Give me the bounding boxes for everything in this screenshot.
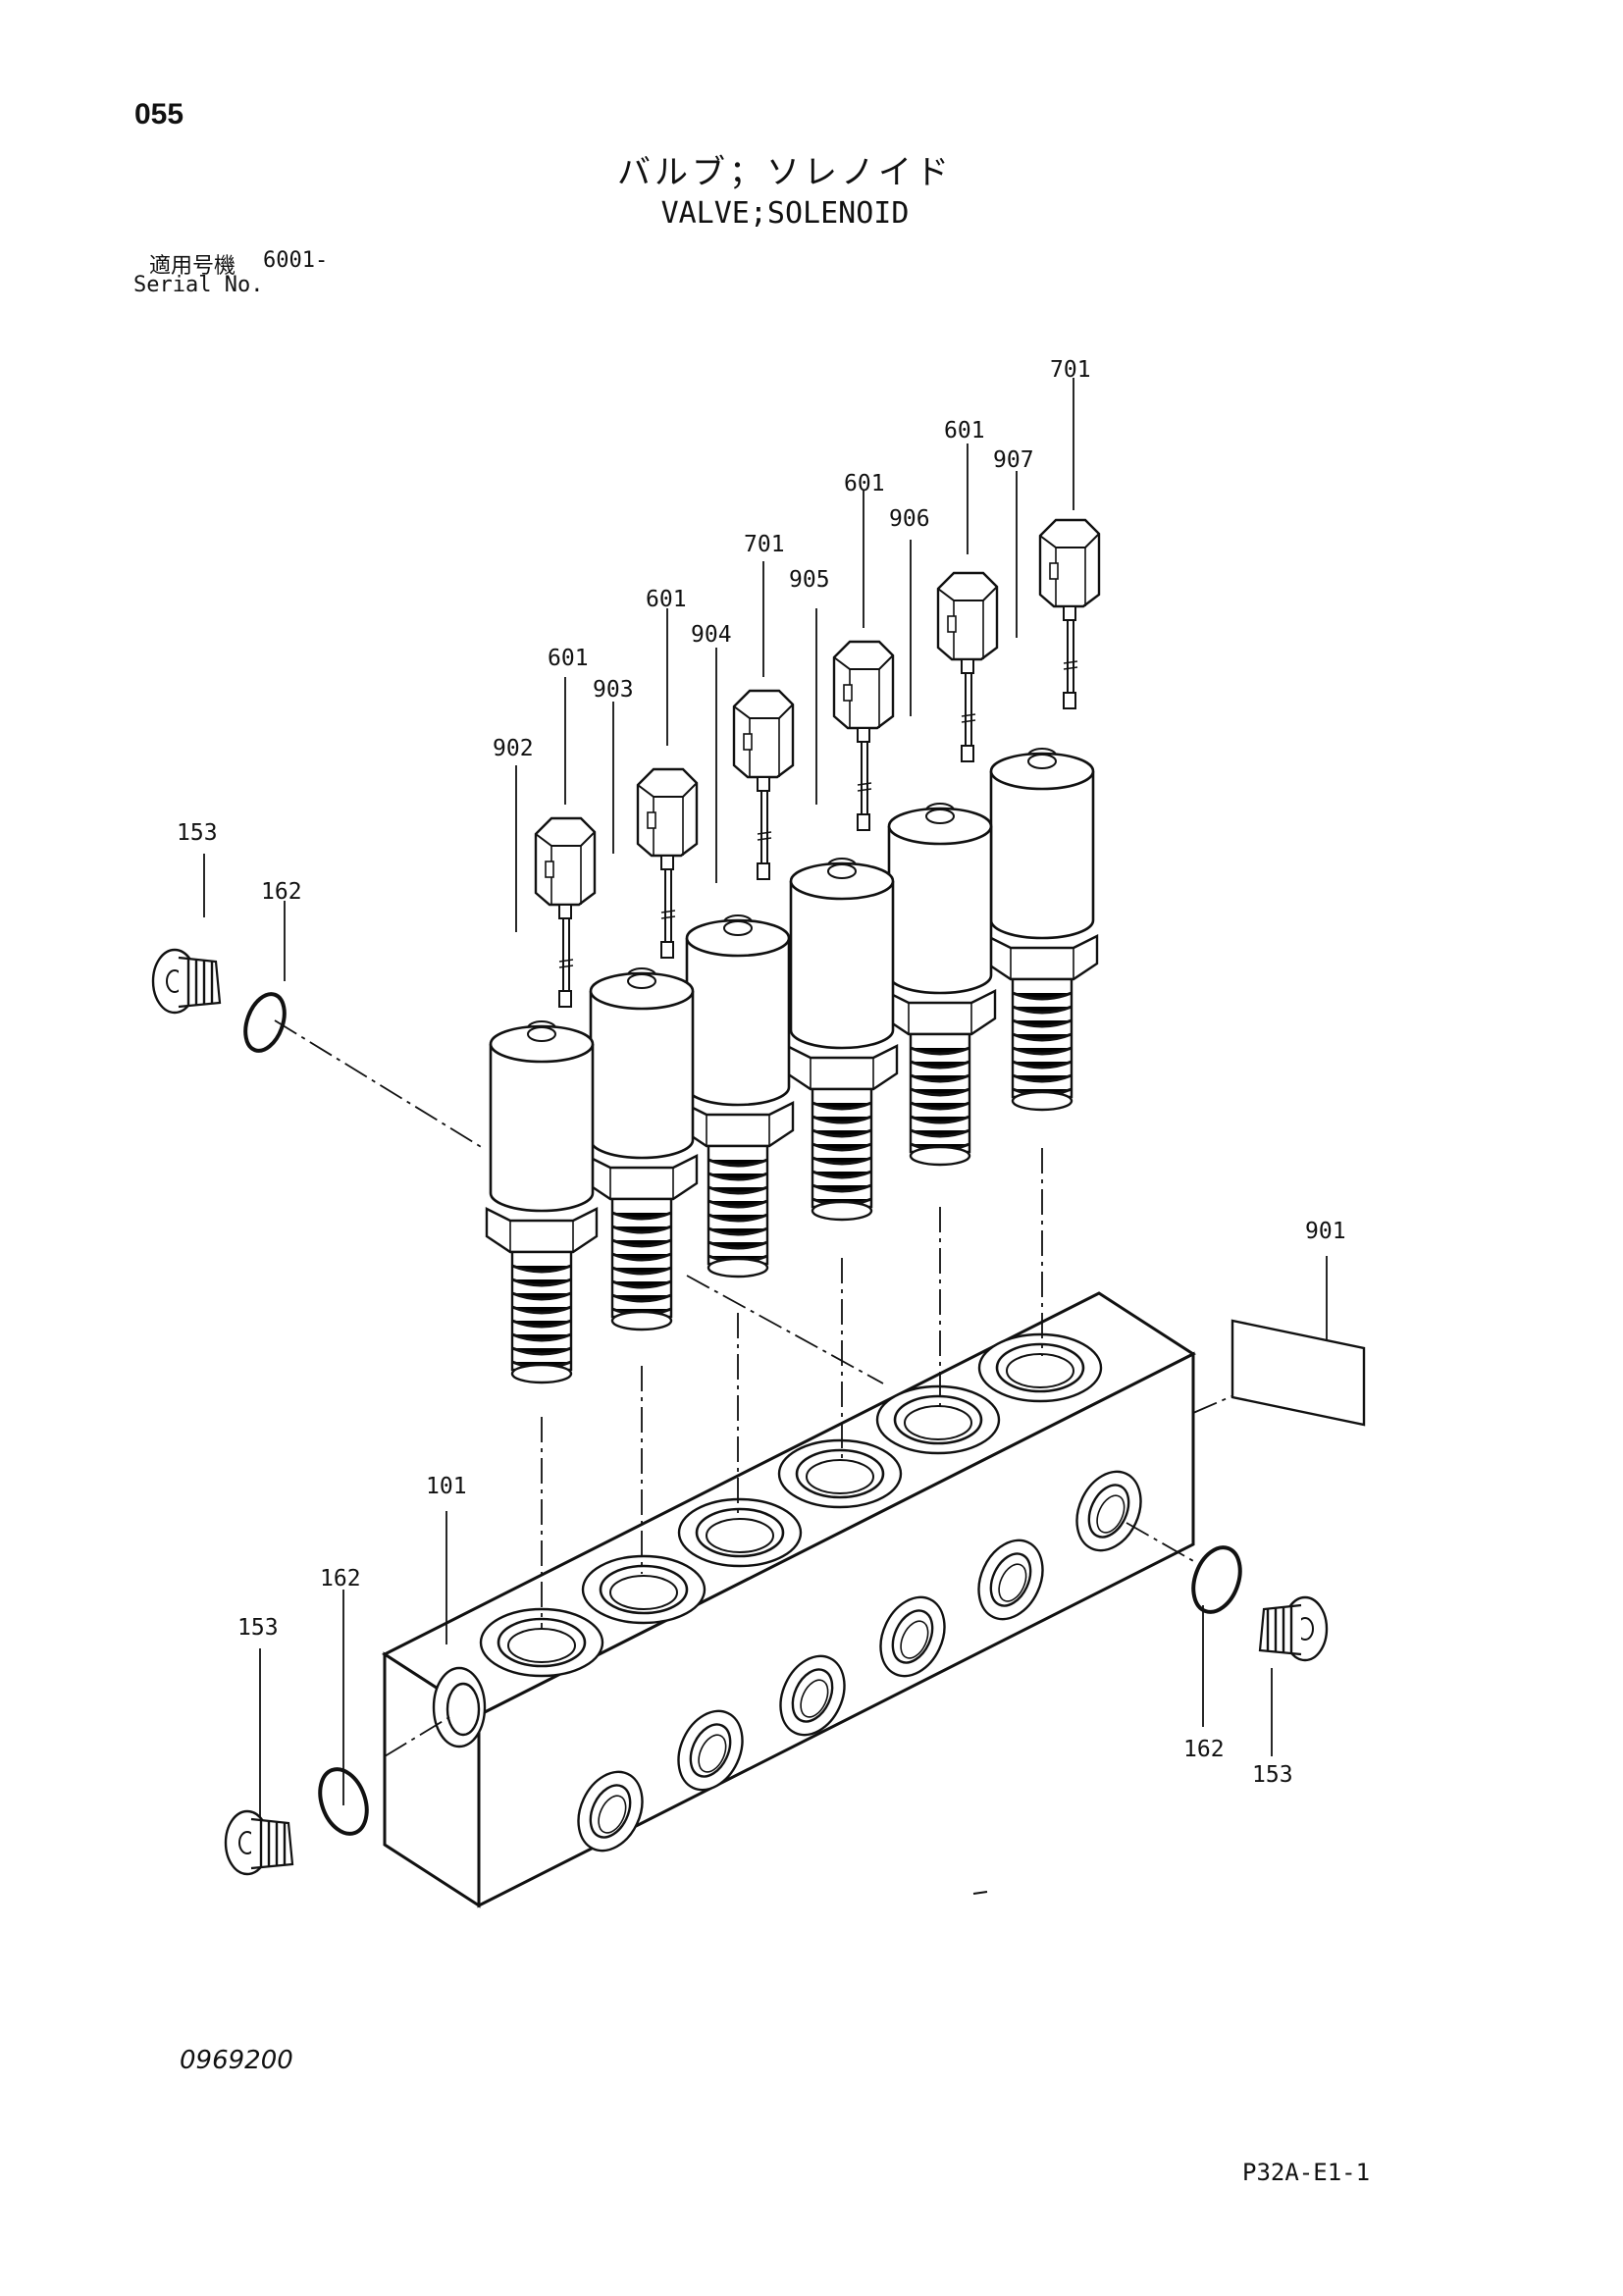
oring-162-bottom-left: [318, 1767, 369, 1836]
callout-101: 101: [426, 1474, 467, 1499]
serial-label-english: Serial No.: [133, 273, 264, 297]
title-japanese: バルブ；ソレノイド: [617, 153, 953, 192]
solenoid-valve-1: [485, 816, 599, 1384]
callout-701: 701: [744, 532, 785, 557]
callout-162: 162: [320, 1566, 361, 1592]
solenoid-valve-4: [785, 640, 899, 1222]
callout-162: 162: [1183, 1737, 1225, 1762]
callout-601: 601: [548, 646, 589, 671]
oring-162-right: [1191, 1545, 1242, 1614]
solenoid-valve-6: [985, 518, 1101, 1112]
callout-601: 601: [646, 587, 687, 612]
manifold-block: [381, 1291, 1197, 1908]
callout-906: 906: [889, 506, 930, 532]
callout-901: 901: [1305, 1219, 1346, 1244]
callout-701: 701: [1050, 357, 1091, 383]
plug-153-bottom-left: [224, 1809, 294, 1876]
drawing-number: 0969200: [180, 2046, 293, 2075]
callout-601: 601: [944, 418, 985, 444]
callout-904: 904: [691, 622, 732, 648]
nameplate-901: [1230, 1319, 1366, 1427]
callout-162: 162: [261, 879, 302, 905]
oring-162-top-left: [243, 992, 287, 1053]
plug-153-right: [1258, 1595, 1329, 1662]
plug-153-top-left: [151, 948, 222, 1015]
callout-907: 907: [993, 447, 1034, 473]
callout-902: 902: [493, 736, 534, 761]
solenoid-valve-3: [681, 689, 795, 1278]
leader-lines: [203, 378, 1328, 1835]
callout-153: 153: [1252, 1762, 1293, 1788]
callout-601: 601: [844, 471, 885, 496]
serial-value: 6001-: [263, 248, 329, 273]
callout-903: 903: [593, 677, 634, 703]
page-number: 055: [134, 98, 184, 130]
center-lines: [274, 1019, 1267, 1757]
serial-label-japanese: 適用号機: [149, 254, 236, 279]
callout-153: 153: [237, 1615, 279, 1641]
manifold-end-port: [432, 1666, 487, 1748]
callout-153: 153: [177, 820, 218, 846]
solenoid-valve-2: [585, 767, 699, 1331]
solenoid-valve-5: [883, 571, 999, 1167]
callout-905: 905: [789, 567, 830, 593]
title-english: VALVE;SOLENOID: [660, 196, 910, 231]
page-reference: P32A-E1-1: [1242, 2159, 1371, 2186]
